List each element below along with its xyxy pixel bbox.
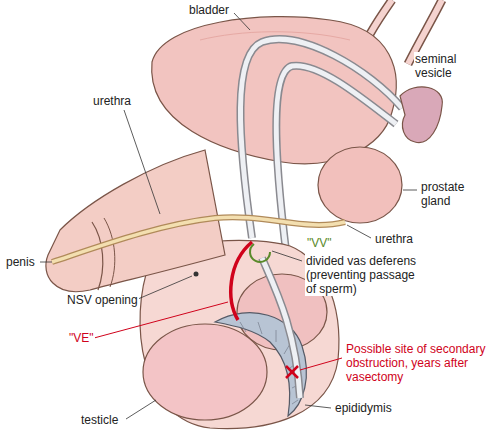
leader-line bbox=[347, 225, 371, 238]
nsv-dot bbox=[194, 272, 199, 277]
urethra-outline bbox=[52, 217, 345, 262]
leader-line bbox=[272, 251, 302, 261]
hatch-line bbox=[240, 322, 246, 332]
x-stroke bbox=[286, 366, 298, 378]
label-wrap: testicle bbox=[80, 413, 119, 427]
part-label: urethra bbox=[374, 232, 414, 246]
part-label: NSV opening bbox=[66, 293, 139, 307]
x-stroke bbox=[286, 366, 298, 378]
part-label: penis bbox=[5, 255, 36, 269]
vas-outline bbox=[262, 258, 300, 398]
part-label: bladder bbox=[188, 3, 230, 17]
label-wrap: NSV opening bbox=[66, 293, 139, 307]
label-wrap: penis bbox=[5, 255, 36, 269]
label-wrap: "VV" bbox=[306, 236, 333, 250]
part-label: epididymis bbox=[334, 401, 393, 415]
note-label: Possible site of secondary obstruction, … bbox=[345, 342, 487, 384]
vas-deferens bbox=[262, 258, 300, 398]
vas-fill bbox=[262, 258, 300, 398]
leader-line bbox=[305, 405, 331, 408]
urethra-tube bbox=[52, 217, 345, 262]
hatch-line bbox=[258, 322, 262, 334]
hatch-line bbox=[292, 400, 298, 404]
part-label: testicle bbox=[80, 413, 119, 427]
leader-line bbox=[403, 190, 417, 191]
prostate-shape bbox=[318, 147, 402, 223]
leader-line bbox=[124, 110, 160, 214]
procedure-label: "VE" bbox=[68, 331, 95, 345]
ve-arrow bbox=[231, 242, 252, 320]
ureter-fill bbox=[370, 0, 392, 34]
label-wrap: bladder bbox=[188, 3, 230, 17]
label-wrap: urethra bbox=[92, 94, 132, 108]
procedure-label: "VV" bbox=[306, 236, 333, 250]
label-wrap: divided vas deferens (preventing passage… bbox=[305, 254, 423, 296]
part-label: seminal vesicle bbox=[414, 52, 472, 80]
leader-line bbox=[94, 302, 228, 338]
seminal-vesicle-shape bbox=[400, 87, 442, 143]
urethra-fill bbox=[52, 217, 345, 262]
glans-line bbox=[92, 222, 103, 290]
foreskin-line bbox=[104, 218, 115, 287]
label-wrap: epididymis bbox=[334, 401, 393, 415]
part-label: prostate gland bbox=[420, 180, 482, 208]
testicle-shape bbox=[143, 324, 267, 420]
part-label: divided vas deferens (preventing passage… bbox=[305, 254, 423, 296]
label-wrap: seminal vesicle bbox=[414, 52, 472, 80]
hatch-line bbox=[276, 330, 277, 342]
ureter-outline bbox=[370, 0, 392, 34]
obstruction-mark bbox=[286, 366, 298, 378]
label-wrap: "VE" bbox=[68, 331, 95, 345]
leader-line bbox=[40, 262, 52, 263]
leader-line bbox=[126, 400, 156, 419]
label-wrap: prostate gland bbox=[420, 180, 482, 208]
leader-line bbox=[300, 358, 342, 370]
red-leader-lines bbox=[94, 302, 342, 370]
leader-line bbox=[234, 13, 250, 30]
leader-line bbox=[138, 276, 192, 299]
part-label: urethra bbox=[92, 94, 132, 108]
label-wrap: urethra bbox=[374, 232, 414, 246]
vv-arc bbox=[250, 244, 270, 262]
label-wrap: Possible site of secondary obstruction, … bbox=[345, 342, 487, 384]
